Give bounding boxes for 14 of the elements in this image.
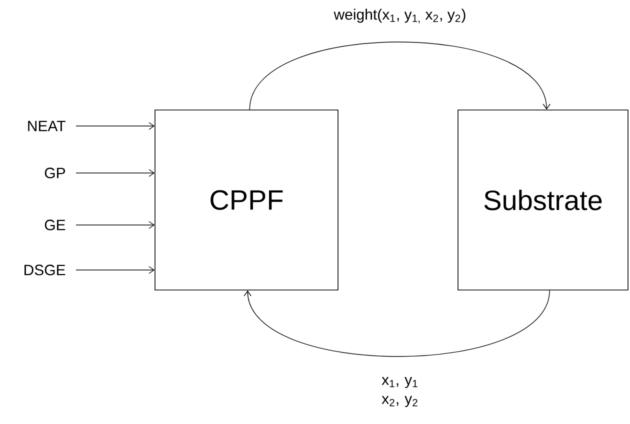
arrow xyxy=(76,221,155,229)
arrow xyxy=(76,122,155,130)
arrow xyxy=(76,169,155,177)
input-label: GP xyxy=(44,168,65,178)
edge-label: x$_{1}$, y$_{1}$ x$_{2}$, y$_{2}$ xyxy=(382,376,418,407)
process-box: Substrate xyxy=(458,110,628,290)
process-box: CPPF xyxy=(154,110,338,290)
arrow xyxy=(76,266,155,274)
arrow xyxy=(249,42,550,110)
input-label: NEAT xyxy=(28,120,66,132)
input-label: GE xyxy=(44,220,66,230)
arrow xyxy=(244,290,550,357)
edge-label: weight(x$_{1}$, y$_{1,}$ x$_{2}$, y$_{2}$) xyxy=(334,8,466,24)
input-label: DSGE xyxy=(24,264,66,276)
